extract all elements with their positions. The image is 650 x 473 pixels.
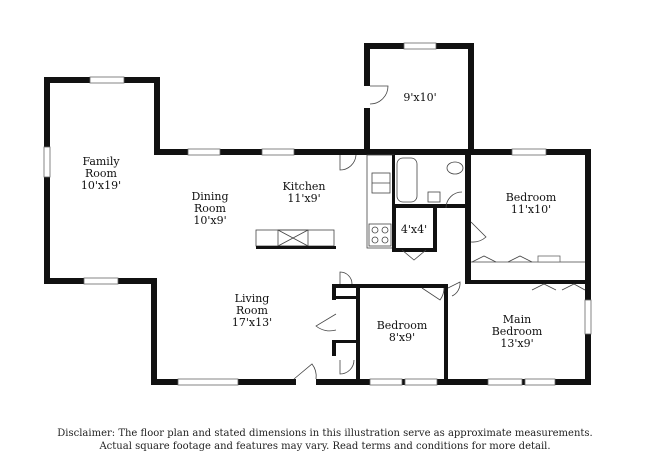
bedroom-2-size: 8'x9' (389, 331, 415, 344)
stove-icon (368, 223, 392, 247)
family-room-top-window (89, 76, 125, 84)
bedroom-right-window (537, 255, 561, 263)
main-bedroom-right-window (584, 299, 592, 335)
disclaimer-line-1: Disclaimer: The floor plan and stated di… (57, 428, 593, 439)
bedroom-1-name: Bedroom (506, 191, 557, 204)
bedroom2-bottom-window (369, 378, 403, 386)
living-room-name-1: Living (235, 292, 270, 305)
main-bedroom-name-1: Main (503, 313, 531, 326)
utility-top-window (403, 42, 437, 50)
kitchen-name: Kitchen (283, 180, 326, 193)
family-room-name-1: Family (82, 155, 120, 168)
family-room-size: 10'x19' (81, 179, 121, 192)
kitchen-door-swing (339, 154, 357, 171)
main-bedroom-bottom-window-2 (524, 378, 556, 386)
bedroom-1-walls (465, 149, 591, 284)
hall-door-swing-top (339, 271, 353, 285)
main-bedroom-closet-doors (531, 283, 586, 291)
family-room-bottom-window (83, 277, 119, 285)
bedroom-1-door-swing (470, 221, 487, 243)
kitchen-counters (366, 154, 395, 249)
bedroom-top-window (511, 148, 547, 156)
family-room-left-window (43, 146, 51, 178)
main-bedroom-size: 13'x9' (500, 337, 533, 350)
room-labels: Family Room 10'x19' Dining Room 10'x9' K… (81, 91, 557, 350)
dining-top-window (187, 148, 221, 156)
sink-basin-icon (427, 191, 441, 203)
living-room-name-2: Room (236, 304, 269, 317)
bedroom-2-name: Bedroom (377, 319, 428, 332)
kitchen-island (255, 229, 336, 249)
closet-bifold-doors (401, 249, 427, 261)
living-room-size: 17'x13' (232, 316, 272, 329)
bedroom-1-closet-doors (471, 255, 533, 263)
kitchen-top-window (261, 148, 295, 156)
interior-walls (332, 284, 448, 385)
bedroom-2-door-swing (421, 287, 445, 301)
utility-size: 9'x10' (403, 91, 436, 104)
dining-room-name-1: Dining (191, 190, 228, 203)
main-bedroom-bottom-window (487, 378, 523, 386)
main-bedroom-name-2: Bedroom (492, 325, 543, 338)
hall-door-swing-bottom (339, 359, 355, 375)
main-bedroom-door-swing (447, 281, 461, 297)
front-door-swing (293, 363, 317, 380)
bedroom-1-size: 11'x10' (511, 203, 551, 216)
living-door-swing (315, 313, 337, 332)
bedroom2-bottom-window-2 (404, 378, 438, 386)
kitchen-size: 11'x9' (287, 192, 320, 205)
family-room-name-2: Room (85, 167, 118, 180)
disclaimer-line-2: Actual square footage and features may v… (99, 441, 551, 452)
dining-room-name-2: Room (194, 202, 227, 215)
small-closet-walls (392, 204, 437, 252)
bathroom (392, 155, 466, 209)
living-bottom-window (177, 378, 239, 386)
dining-room-size: 10'x9' (193, 214, 226, 227)
utility-door-swing (369, 85, 389, 105)
toilet-icon (446, 161, 464, 175)
closet-size: 4'x4' (401, 223, 427, 236)
bathtub-icon (396, 157, 418, 203)
